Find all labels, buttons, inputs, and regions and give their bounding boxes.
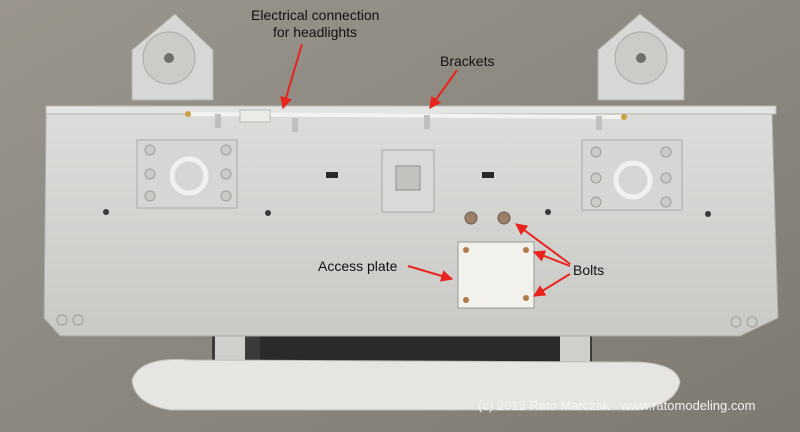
right-headlight-hole (636, 53, 646, 63)
bracket-3 (424, 115, 430, 129)
label-electrical-connection: Electrical connection (251, 7, 380, 23)
access-plate (457, 241, 535, 309)
label-bolts: Bolts (573, 262, 605, 278)
bolt-right (497, 211, 511, 225)
front-bumper (131, 358, 681, 411)
lower-housing-inner (260, 330, 560, 370)
cable-end-left (185, 111, 191, 117)
left-tow-ring (169, 156, 209, 196)
arrow-bolt-3 (532, 273, 571, 297)
copyright-text: (c) 2012 Rato Marczak - www.ratomodeling… (478, 398, 756, 413)
cable-end-right (621, 114, 627, 120)
cable-connector (239, 109, 271, 123)
arrow-electrical (280, 43, 303, 110)
arrow-bolt-1 (515, 223, 571, 265)
arrow-bolt-2 (532, 250, 571, 267)
right-tow-ring (613, 160, 653, 200)
plate-top-edge (45, 105, 777, 115)
label-access-plate: Access plate (318, 258, 398, 274)
label-brackets: Brackets (440, 53, 495, 69)
bracket-4 (596, 116, 602, 130)
arrow-access-plate (407, 265, 454, 282)
coupling-socket (395, 165, 421, 191)
left-headlight-hole (164, 53, 174, 63)
annotation-arrows (280, 43, 571, 297)
bracket-1 (215, 114, 221, 128)
label-for-headlights: for headlights (273, 24, 358, 40)
bracket-2 (292, 118, 298, 132)
bolt-left (464, 211, 478, 225)
arrow-brackets (429, 69, 458, 109)
